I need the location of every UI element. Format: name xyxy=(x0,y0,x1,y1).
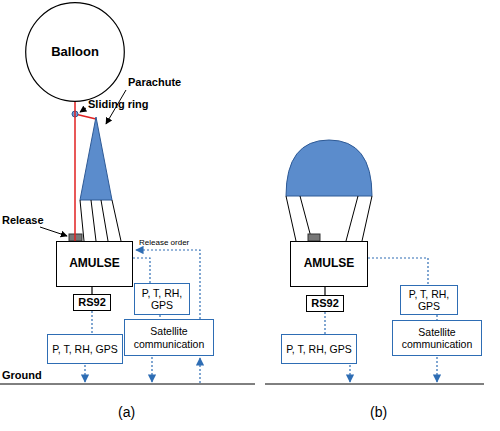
parachute-dome xyxy=(286,140,372,196)
sonde-box: RS92 xyxy=(306,295,344,312)
connector xyxy=(74,102,76,241)
data-box: P, T, RH, GPS xyxy=(400,285,458,315)
data-box: P, T, RH, GPS xyxy=(134,283,190,315)
comm-box: Satellite communication xyxy=(392,320,482,356)
release-device xyxy=(308,234,320,241)
node-text: Satellite communication xyxy=(396,326,478,350)
ground-label: Ground xyxy=(2,369,42,381)
leader-line xyxy=(80,108,86,112)
node-text: RS92 xyxy=(78,296,106,309)
data-box: P, T, RH, GPS xyxy=(47,334,123,364)
parachute-cone xyxy=(80,117,112,200)
node-text: P, T, RH, GPS xyxy=(404,288,454,312)
node-text: AMULSE xyxy=(69,257,120,271)
signal-links xyxy=(350,357,437,382)
panel-label: (b) xyxy=(370,404,387,420)
node-text: P, T, RH, GPS xyxy=(138,287,186,311)
node-text: P, T, RH, GPS xyxy=(52,343,118,355)
connector xyxy=(324,312,325,334)
signal-label: Release order xyxy=(139,238,189,247)
sonde-box: RS92 xyxy=(73,294,111,311)
connector xyxy=(91,311,92,334)
callout-label: Release xyxy=(2,214,44,226)
payload-box: AMULSE xyxy=(290,241,368,287)
payload-box: AMULSE xyxy=(56,241,133,287)
node-text: AMULSE xyxy=(304,257,355,271)
leader-line xyxy=(40,227,67,236)
connector xyxy=(324,287,325,295)
data-box: P, T, RH, GPS xyxy=(281,334,357,364)
callout-label: Sliding ring xyxy=(88,98,149,110)
ground-line xyxy=(0,384,255,385)
connector xyxy=(133,258,150,283)
node-text: P, T, RH, GPS xyxy=(286,343,352,355)
parachute-lines xyxy=(286,196,372,241)
panel-label: (a) xyxy=(118,404,135,420)
ground-line xyxy=(265,384,484,385)
node-text: RS92 xyxy=(311,297,339,310)
balloon-circle: Balloon xyxy=(25,2,125,102)
node-text: Balloon xyxy=(51,45,99,60)
connector xyxy=(91,287,92,294)
comm-box: Satellite communication xyxy=(124,319,214,356)
node-text: Satellite communication xyxy=(128,325,210,349)
connector xyxy=(368,258,428,285)
parachute-lines xyxy=(80,200,121,241)
callout-label: Parachute xyxy=(128,76,181,88)
